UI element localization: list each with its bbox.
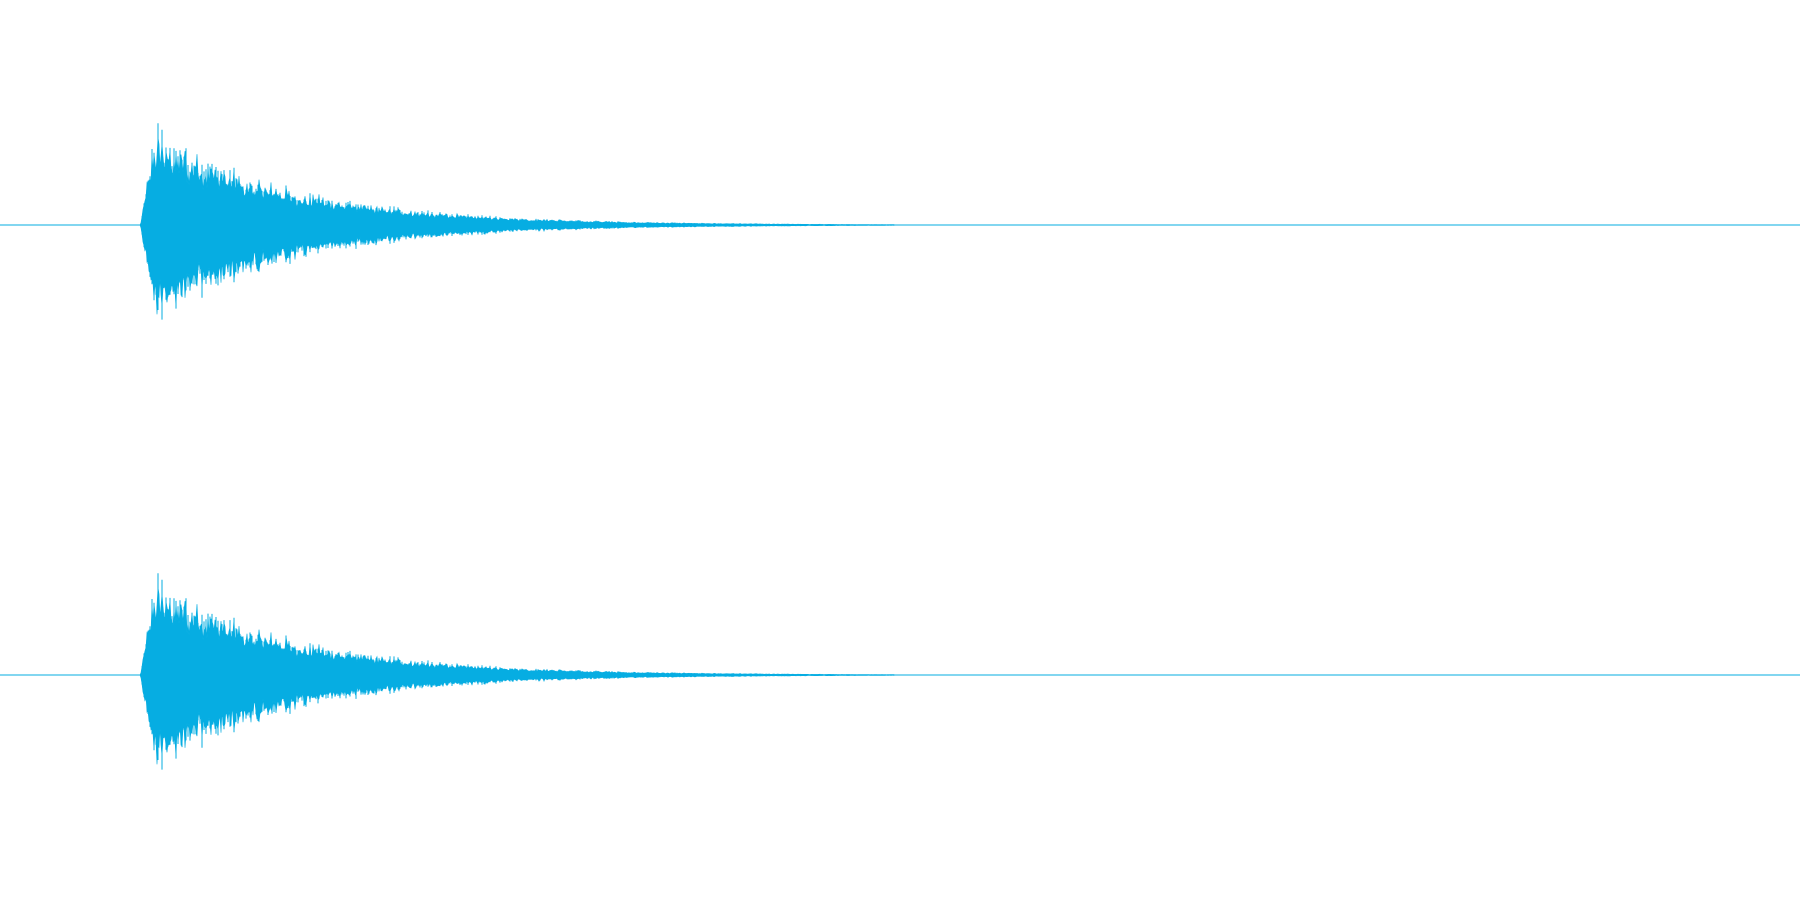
channel-2-waveform [0, 573, 1800, 770]
channel-2-signal [139, 587, 895, 765]
channel-1-waveform [0, 123, 1800, 320]
channel-1-signal [139, 137, 895, 315]
